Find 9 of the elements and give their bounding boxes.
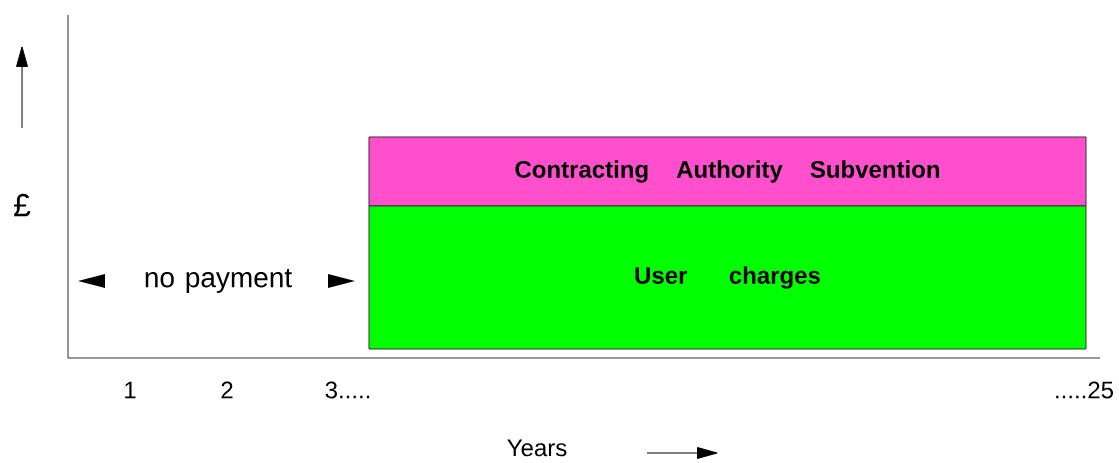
tick-label: 2 [221,381,233,399]
tick-label: 1 [125,381,136,399]
tick-label: 3..... [325,381,370,399]
pound-sign: £ [14,193,31,217]
tick-label: .....25 [1056,381,1113,399]
bar-segment: Contracting Authority Subvention [368,136,1087,207]
axis-label: no payment [145,269,292,293]
bar-segment: User charges [368,205,1087,350]
axis-label: Years [507,439,567,457]
